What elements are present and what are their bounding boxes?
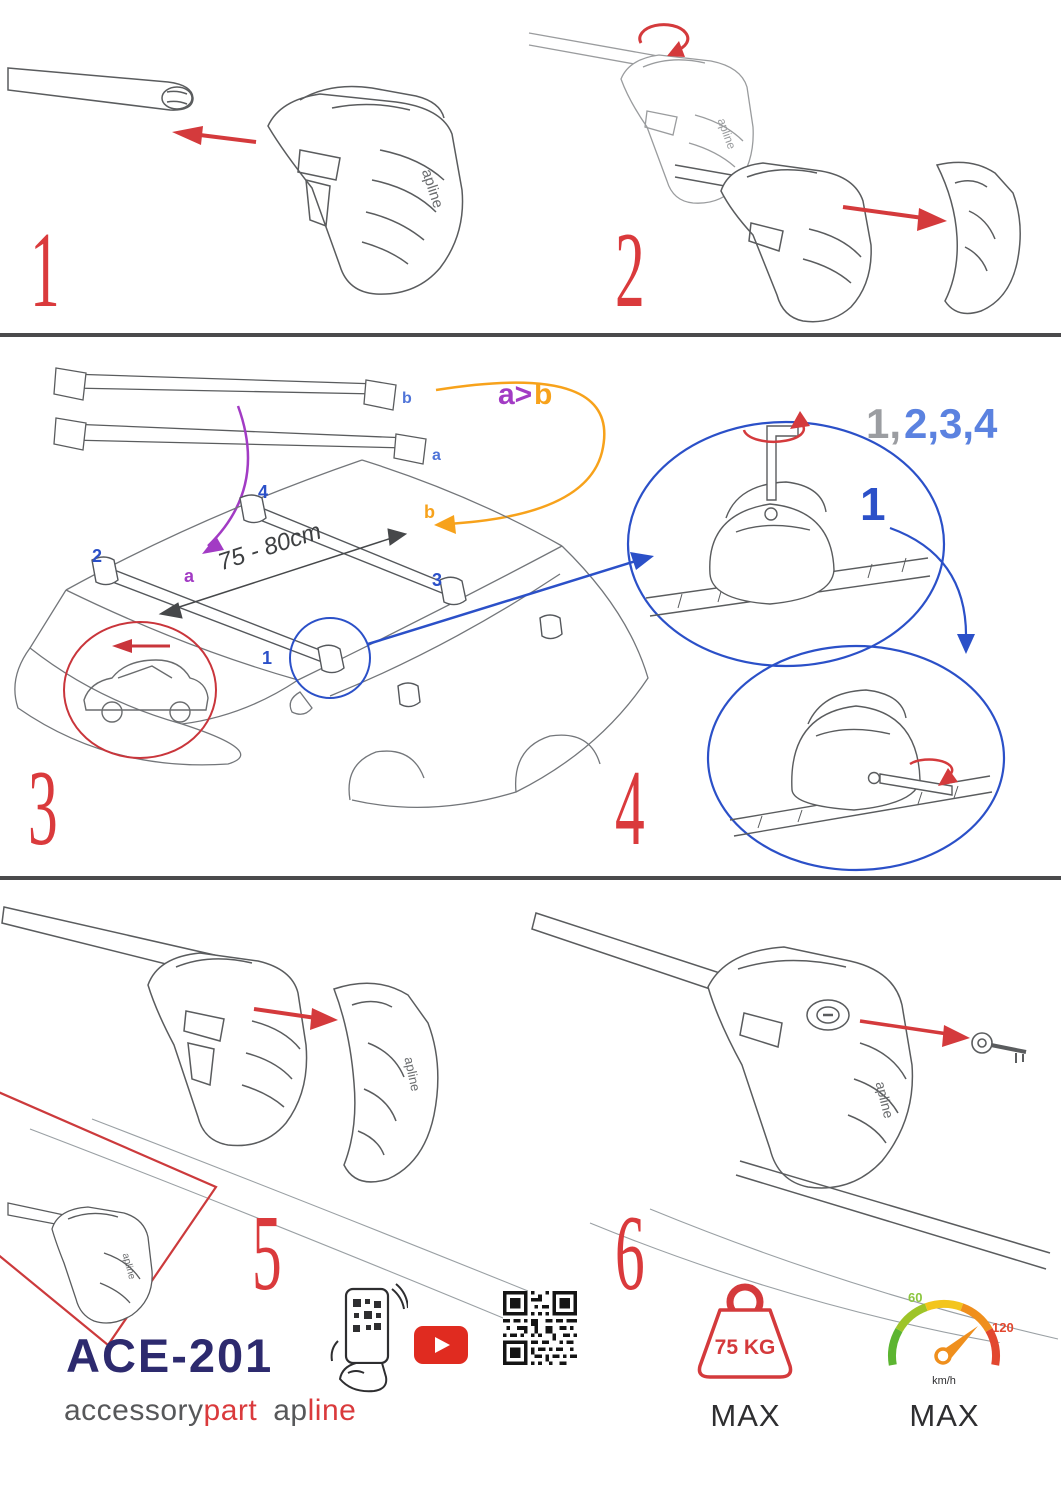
- crossbar: [7, 67, 194, 111]
- bar-length-label: 75 - 80cm: [215, 518, 325, 577]
- crossbar: [531, 912, 727, 994]
- step-1-number: 1: [30, 211, 60, 330]
- step3-illustration: b a a> b: [14, 367, 654, 808]
- cover-shell: [333, 982, 439, 1183]
- position-4-label: 4: [258, 482, 268, 502]
- step-4-number: 4: [615, 749, 645, 868]
- brand-accessory: accessory: [64, 1394, 204, 1427]
- step6-illustration: apline: [531, 912, 1059, 1343]
- roof-panel-outline: [0, 1091, 218, 1347]
- position-2-label: 2: [92, 546, 102, 566]
- speed-arc: [888, 1300, 1000, 1366]
- detail-side-callout: [706, 644, 1006, 872]
- rotate-arrow: [638, 23, 690, 57]
- roof-surface-lines: [589, 1208, 1059, 1343]
- speed-high-label: 120: [992, 1320, 1014, 1335]
- foot-body: [267, 85, 464, 295]
- car-direction-inset: [63, 621, 217, 759]
- speedometer-icon: 60 120 km/h: [888, 1290, 1014, 1387]
- youtube-icon: [414, 1326, 468, 1364]
- cover-shell: [935, 161, 1021, 315]
- brand-line: line: [307, 1394, 357, 1427]
- ghost-foot: [528, 32, 754, 204]
- detail-pointer-arrow: [367, 552, 654, 646]
- play-icon: [435, 1337, 450, 1353]
- mini-foot: [7, 1202, 153, 1324]
- rotate-arrow-2: [909, 758, 954, 778]
- speed-unit-label: km/h: [932, 1375, 956, 1387]
- apline-logo-text: apline: [401, 1056, 423, 1093]
- phone-qr-pixels: [353, 1299, 381, 1332]
- bar-b-tag: b: [402, 390, 412, 407]
- step2-illustration: apline: [528, 23, 1021, 323]
- roof-surface-lines: [29, 1118, 529, 1326]
- brand-part: part: [203, 1394, 258, 1427]
- attach-arrow: [253, 1007, 338, 1030]
- foot1-highlight-circle: [289, 617, 371, 699]
- allen-key-horizontal: [879, 773, 953, 796]
- section-divider-2: [0, 876, 1061, 880]
- scan-waves: [330, 1283, 408, 1362]
- foot-body: [147, 952, 308, 1147]
- step4-illustration: 1, 2,3,4 1: [626, 400, 1006, 872]
- weight-badge-icon: 75 KG: [697, 1283, 793, 1379]
- brand-ap: ap: [273, 1394, 308, 1427]
- position-3-label: 3: [432, 570, 442, 590]
- position-1-label: 1: [262, 648, 272, 668]
- orange-guide-arrow: [434, 381, 606, 534]
- speed-max-label: MAX: [909, 1398, 980, 1433]
- qr-code: [503, 1291, 577, 1365]
- hand: [338, 1362, 388, 1393]
- bar-length-measure: [158, 528, 408, 619]
- step-2-number: 2: [615, 211, 645, 330]
- step5-illustration: apline apline: [0, 906, 529, 1347]
- step1-illustration: apline: [7, 67, 464, 295]
- callout-connector: [889, 526, 975, 654]
- main-foot: [674, 162, 872, 323]
- phone-scan-icon: [330, 1283, 408, 1393]
- sequence-blue-label: 2,3,4: [904, 400, 998, 447]
- weight-max-label: MAX: [710, 1398, 781, 1433]
- speed-low-label: 60: [908, 1290, 922, 1305]
- key: [971, 1032, 1027, 1063]
- crossbar-pair: [53, 367, 427, 465]
- step-3-number: 3: [28, 749, 58, 868]
- allen-key-vertical: [766, 425, 799, 501]
- sequence-gray-label: 1,: [866, 400, 901, 447]
- purple-guide-arrow: [202, 405, 250, 554]
- max-weight-value: 75 KG: [715, 1336, 776, 1359]
- foot-body: [707, 946, 1051, 1270]
- roof-bar-b-label: b: [424, 502, 435, 522]
- attach-arrow: [842, 205, 947, 231]
- model-number: ACE-201: [66, 1329, 274, 1382]
- step-6-number: 6: [615, 1194, 645, 1313]
- bar-a-tag: a: [432, 447, 441, 464]
- callout-number-label: 1: [860, 478, 886, 530]
- step-5-number: 5: [252, 1194, 282, 1313]
- key-arrow: [859, 1019, 970, 1047]
- insert-arrow: [172, 126, 257, 145]
- roof-crossbars: [91, 494, 563, 708]
- order-b-label: b: [534, 378, 552, 411]
- section-divider-1: [0, 333, 1061, 337]
- detail-top-callout: [626, 411, 946, 668]
- roof-bar-a-label: a: [184, 566, 195, 586]
